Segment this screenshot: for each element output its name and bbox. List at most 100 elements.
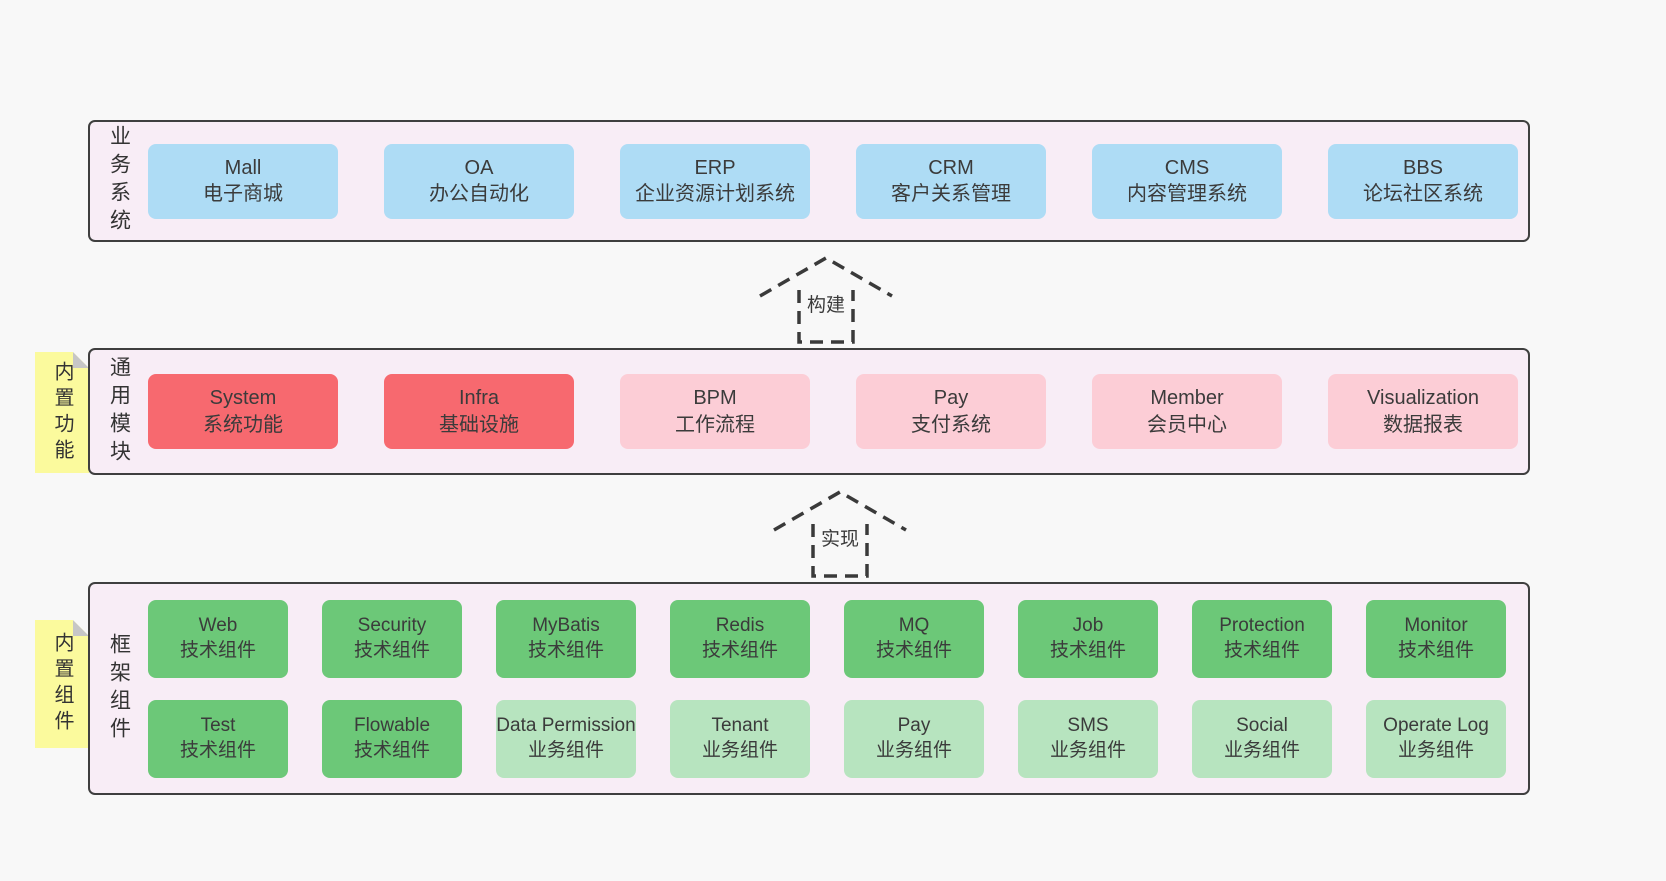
box-name: OA [464, 156, 494, 179]
box-name: BPM [693, 387, 737, 410]
box-desc: 工作流程 [675, 413, 755, 436]
box-desc: 技术组件 [1049, 639, 1126, 661]
build-arrow-label: 构建 [807, 294, 845, 316]
box-flowable: Flowable 技术组件 [322, 699, 462, 778]
box-name: CRM [928, 156, 974, 179]
box-desc: 业务组件 [875, 739, 952, 761]
sticky-label-builtin-components: 内置组件 [51, 632, 73, 736]
box-web: Web 技术组件 [148, 599, 288, 678]
implement-arrow: 实现 [766, 486, 914, 581]
box-system: System 系统功能 [148, 374, 338, 449]
box-desc: 业务组件 [1223, 739, 1300, 761]
box-desc: 业务组件 [1049, 739, 1126, 761]
sticky-label-builtin-features: 内置功能 [51, 360, 73, 465]
implement-arrow-label: 实现 [821, 528, 859, 550]
box-job: Job 技术组件 [1018, 599, 1158, 678]
box-pay-module: Pay 支付系统 [856, 374, 1046, 449]
build-arrow: 构建 [752, 252, 900, 347]
box-member: Member 会员中心 [1092, 374, 1282, 449]
sticky-note-builtin-components: 内置组件 [35, 620, 89, 748]
box-desc: 客户关系管理 [891, 183, 1011, 205]
framework-components-grid: Web 技术组件 Security 技术组件 MyBatis 技术组件 Redi… [148, 584, 1534, 793]
box-test: Test 技术组件 [148, 699, 288, 778]
band-label-business-systems: 业务系统 [107, 125, 131, 237]
box-name: Data Permission [496, 715, 636, 737]
business-systems-band: 业务系统 Mall 电子商城 OA 办公自动化 ERP 企业资源计划系统 CRM… [88, 120, 1530, 242]
band-label-framework-components: 框架组件 [107, 632, 131, 745]
box-protection: Protection 技术组件 [1192, 599, 1332, 678]
box-name: MyBatis [532, 615, 600, 637]
box-name: SMS [1067, 715, 1109, 737]
box-name: Member [1150, 387, 1224, 410]
box-name: MQ [898, 615, 930, 637]
box-name: Operate Log [1383, 715, 1489, 737]
box-name: Redis [715, 615, 765, 637]
box-desc: 基础设施 [439, 413, 519, 436]
business-systems-boxes: Mall 电子商城 OA 办公自动化 ERP 企业资源计划系统 CRM 客户关系… [148, 122, 1536, 240]
band-label-common-modules: 通用模块 [107, 355, 131, 468]
box-name: System [209, 387, 277, 410]
sticky-note-builtin-features: 内置功能 [35, 352, 89, 473]
band-label-column: 通用模块 [90, 350, 148, 473]
box-erp: ERP 企业资源计划系统 [620, 143, 810, 219]
box-desc: 技术组件 [353, 739, 430, 761]
box-security: Security 技术组件 [322, 599, 462, 678]
box-name: Security [357, 615, 427, 637]
box-name: Web [198, 615, 238, 637]
box-operate-log: Operate Log 业务组件 [1366, 699, 1506, 778]
box-name: Test [200, 715, 236, 737]
framework-row-2: Test 技术组件 Flowable 技术组件 Data Permission … [148, 699, 1506, 778]
box-desc: 企业资源计划系统 [635, 183, 795, 205]
common-modules-band: 通用模块 System 系统功能 Infra 基础设施 BPM 工作流程 Pay… [88, 348, 1530, 475]
box-name: Tenant [711, 715, 769, 737]
framework-row-1: Web 技术组件 Security 技术组件 MyBatis 技术组件 Redi… [148, 599, 1506, 678]
box-name: Monitor [1404, 615, 1468, 637]
box-bbs: BBS 论坛社区系统 [1328, 143, 1518, 219]
box-monitor: Monitor 技术组件 [1366, 599, 1506, 678]
box-name: BBS [1402, 156, 1444, 179]
box-mybatis: MyBatis 技术组件 [496, 599, 636, 678]
band-label-column: 业务系统 [90, 122, 148, 240]
box-desc: 数据报表 [1383, 413, 1463, 436]
box-desc: 业务组件 [527, 739, 604, 761]
box-name: Flowable [353, 715, 431, 737]
box-desc: 业务组件 [1397, 739, 1474, 761]
box-tenant: Tenant 业务组件 [670, 699, 810, 778]
box-sms: SMS 业务组件 [1018, 699, 1158, 778]
box-name: CMS [1164, 156, 1210, 179]
box-desc: 技术组件 [353, 639, 430, 661]
box-redis: Redis 技术组件 [670, 599, 810, 678]
box-desc: 电子商城 [203, 183, 283, 205]
box-name: Social [1236, 715, 1288, 737]
box-name: Pay [933, 387, 969, 410]
box-desc: 办公自动化 [429, 183, 529, 205]
box-oa: OA 办公自动化 [384, 143, 574, 219]
box-name: Mall [224, 156, 262, 179]
box-cms: CMS 内容管理系统 [1092, 143, 1282, 219]
box-desc: 技术组件 [701, 639, 778, 661]
box-data-permission: Data Permission 业务组件 [496, 699, 636, 778]
box-desc: 支付系统 [911, 413, 991, 436]
box-desc: 技术组件 [527, 639, 604, 661]
box-desc: 技术组件 [179, 639, 256, 661]
box-name: Protection [1219, 615, 1305, 637]
box-desc: 内容管理系统 [1127, 183, 1247, 205]
box-desc: 论坛社区系统 [1363, 183, 1483, 205]
box-social: Social 业务组件 [1192, 699, 1332, 778]
box-desc: 技术组件 [179, 739, 256, 761]
box-name: Pay [897, 715, 931, 737]
framework-components-band: 框架组件 Web 技术组件 Security 技术组件 MyBatis 技术组件… [88, 582, 1530, 795]
box-mq: MQ 技术组件 [844, 599, 984, 678]
box-infra: Infra 基础设施 [384, 374, 574, 449]
box-name: Infra [458, 387, 500, 410]
box-desc: 技术组件 [875, 639, 952, 661]
box-desc: 业务组件 [701, 739, 778, 761]
box-desc: 技术组件 [1397, 639, 1474, 661]
box-name: ERP [694, 156, 736, 179]
box-desc: 会员中心 [1147, 413, 1227, 436]
box-bpm: BPM 工作流程 [620, 374, 810, 449]
band-label-column: 框架组件 [90, 584, 148, 793]
box-pay-component: Pay 业务组件 [844, 699, 984, 778]
box-name: Job [1072, 615, 1104, 637]
